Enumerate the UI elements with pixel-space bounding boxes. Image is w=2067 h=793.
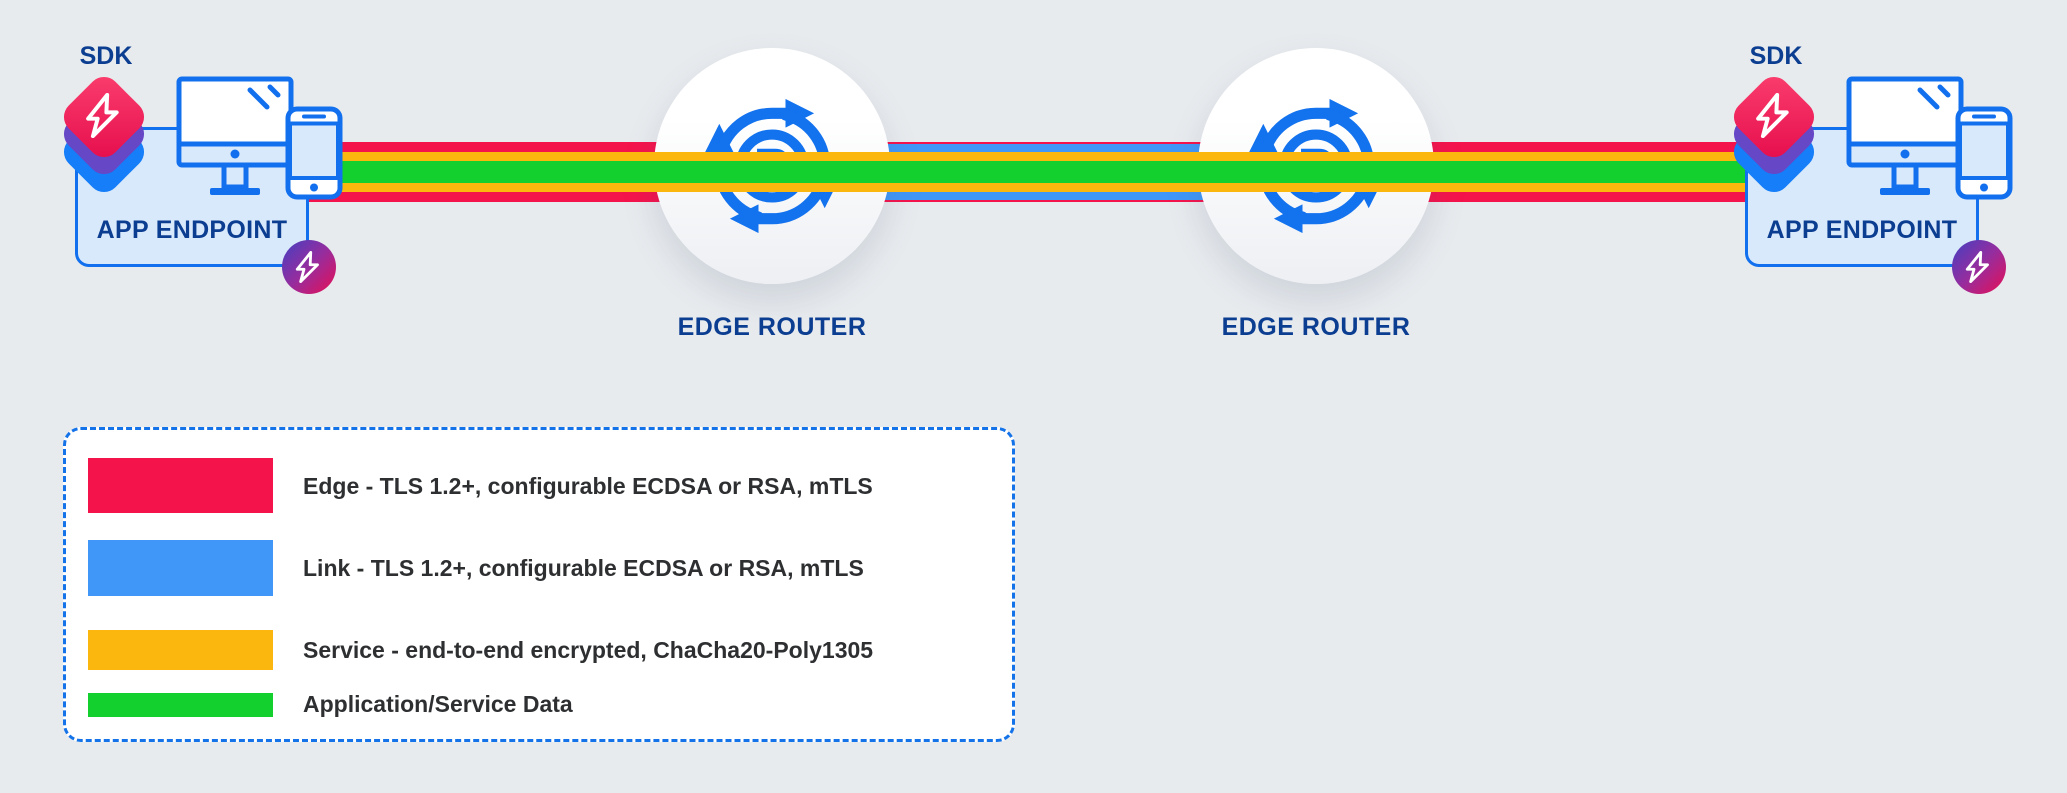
app-endpoint-label: APP ENDPOINT: [96, 216, 288, 244]
service-line-top: [302, 152, 1747, 161]
edge-router-left-label: EDGE ROUTER: [677, 313, 867, 341]
sdk-label: SDK: [79, 42, 133, 70]
legend-swatch-data: [88, 693, 273, 717]
phone-icon: [285, 106, 343, 200]
legend-entry-data: Application/Service Data: [303, 691, 573, 717]
ziti-badge-icon: [281, 239, 337, 295]
monitor-icon: [176, 76, 294, 200]
app-endpoint-right: SDK APP ENDPOINT: [1670, 0, 2020, 312]
sdk-layers-icon: [52, 70, 156, 200]
monitor-icon: [1846, 76, 1964, 200]
legend-swatch-link: [88, 540, 273, 596]
legend-entry-service: Service - end-to-end encrypted, ChaCha20…: [303, 637, 874, 663]
link-line-bottom: [850, 192, 1250, 200]
application-data-line: [302, 161, 1747, 183]
phone-icon: [1955, 106, 2013, 200]
legend-entry-edge: Edge - TLS 1.2+, configurable ECDSA or R…: [303, 473, 873, 499]
edge-router-right-label: EDGE ROUTER: [1221, 313, 1411, 341]
service-line-bottom: [302, 183, 1747, 192]
legend-box: Edge - TLS 1.2+, configurable ECDSA or R…: [63, 427, 1015, 742]
sdk-label: SDK: [1749, 42, 1803, 70]
ziti-badge-icon: [1951, 239, 2007, 295]
sdk-layers-icon: [1722, 70, 1826, 200]
app-endpoint-left: SDK APP ENDPOINT: [0, 0, 350, 312]
link-line-top: [850, 144, 1250, 152]
legend-swatch-service: [88, 630, 273, 670]
legend-swatch-edge: [88, 458, 273, 513]
legend-entry-link: Link - TLS 1.2+, configurable ECDSA or R…: [303, 555, 864, 581]
app-endpoint-label: APP ENDPOINT: [1766, 216, 1958, 244]
